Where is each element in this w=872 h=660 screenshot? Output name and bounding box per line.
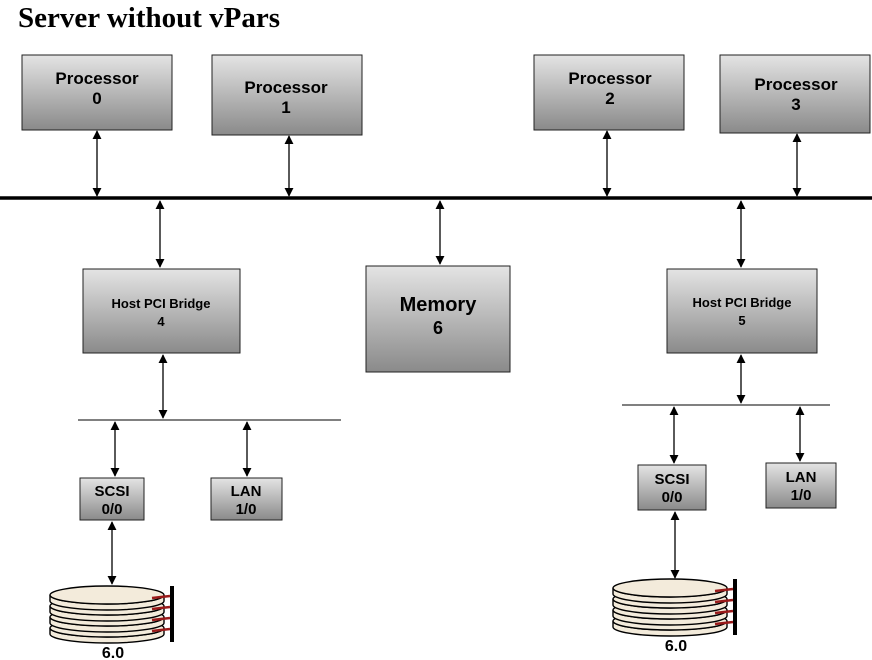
processor-0-label: Processor bbox=[55, 69, 139, 88]
processor-1-label: Processor bbox=[244, 78, 328, 97]
disk-stack-icon bbox=[612, 578, 737, 637]
disk-connector-lead bbox=[151, 594, 171, 600]
scsi-left-id: 0/0 bbox=[102, 501, 123, 518]
disk-connector-lead bbox=[714, 587, 734, 593]
lan-left-label: LAN bbox=[231, 483, 262, 500]
disk-connector-lead bbox=[151, 627, 171, 633]
scsi-right-id: 0/0 bbox=[662, 489, 683, 506]
host-pci-bridge-5-id: 5 bbox=[738, 313, 745, 328]
host-pci-bridge-4-id: 4 bbox=[157, 314, 165, 329]
disk-right-label: 6.0 bbox=[665, 638, 687, 655]
host-pci-bridge-4-label: Host PCI Bridge bbox=[112, 296, 211, 311]
scsi-left-label: SCSI bbox=[94, 483, 129, 500]
disk-connector-lead bbox=[714, 598, 734, 604]
host-pci-bridge-4-box: Host PCI Bridge 4 bbox=[82, 268, 241, 354]
scsi-left-box: SCSI 0/0 bbox=[79, 477, 145, 521]
disk-platter-top bbox=[49, 585, 165, 605]
disk-connector-bar bbox=[170, 586, 174, 642]
scsi-right-label: SCSI bbox=[654, 471, 689, 488]
disk-connector-bar bbox=[733, 579, 737, 635]
disk-connector-lead bbox=[714, 609, 734, 615]
host-pci-bridge-5-box: Host PCI Bridge 5 bbox=[666, 268, 818, 354]
disk-connector-lead bbox=[714, 620, 734, 626]
memory-id: 6 bbox=[433, 318, 443, 338]
connector-arrows bbox=[92, 130, 805, 585]
scsi-right-box: SCSI 0/0 bbox=[637, 464, 707, 511]
processor-0-box: Processor 0 bbox=[21, 54, 173, 131]
disk-stack-icon bbox=[49, 585, 174, 644]
processor-2-box: Processor 2 bbox=[533, 54, 685, 131]
lan-left-id: 1/0 bbox=[236, 501, 257, 518]
disk-left-label: 6.0 bbox=[102, 645, 124, 660]
processor-3-label: Processor bbox=[754, 75, 838, 94]
processor-2-label: Processor bbox=[568, 69, 652, 88]
host-pci-bridge-5-label: Host PCI Bridge bbox=[693, 295, 792, 310]
disk-connector-lead bbox=[151, 616, 171, 622]
diagram-title: Server without vPars bbox=[18, 2, 281, 34]
processor-3-id: 3 bbox=[791, 95, 800, 114]
lan-right-id: 1/0 bbox=[791, 487, 812, 504]
lan-right-label: LAN bbox=[786, 469, 817, 486]
memory-label: Memory bbox=[400, 294, 478, 316]
processor-0-id: 0 bbox=[92, 89, 101, 108]
memory-box: Memory 6 bbox=[365, 265, 511, 373]
lan-right-box: LAN 1/0 bbox=[765, 462, 837, 509]
processor-1-id: 1 bbox=[281, 98, 290, 117]
processor-1-box: Processor 1 bbox=[211, 54, 363, 136]
disk-connector-lead bbox=[151, 605, 171, 611]
lan-left-box: LAN 1/0 bbox=[210, 477, 283, 521]
processor-3-box: Processor 3 bbox=[719, 54, 871, 134]
processor-2-id: 2 bbox=[605, 89, 614, 108]
disk-platter-top bbox=[612, 578, 728, 598]
